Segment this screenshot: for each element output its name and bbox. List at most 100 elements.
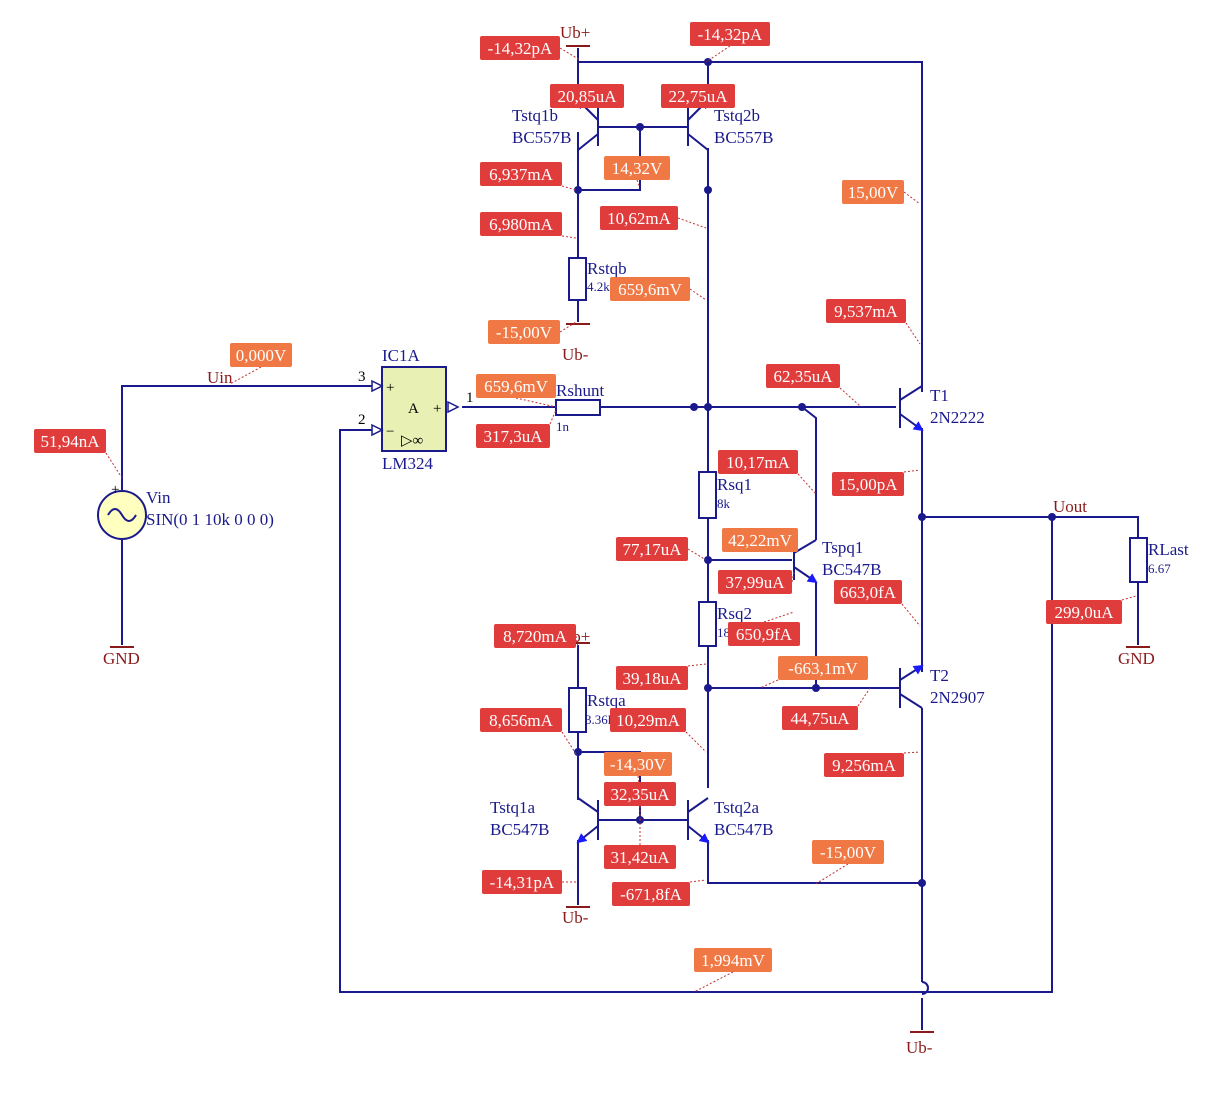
- probe-value-p33: 9,256mA: [832, 756, 896, 775]
- probe-value-p07: 6,980mA: [489, 215, 553, 234]
- probe-current-p17: 51,94nA: [34, 429, 106, 453]
- t2-ref-label: T2: [930, 666, 949, 685]
- probe-leader-p14: [839, 387, 861, 407]
- resistor-rlast[interactable]: RLast 6.67: [1129, 537, 1189, 583]
- probe-value-p13: 0,000V: [236, 346, 287, 365]
- probe-leader-p11: [559, 321, 577, 333]
- probe-box-p36: [812, 840, 884, 864]
- gnd-label-2: GND: [1118, 649, 1155, 668]
- vin-plus-marker: +: [111, 482, 119, 498]
- probe-box-p17: [34, 429, 106, 453]
- probe-value-p15: 659,6mV: [484, 377, 548, 396]
- probe-current-p07: 6,980mA: [480, 212, 562, 236]
- transistor-tstq2b[interactable]: Tstq2b BC557B: [687, 98, 774, 151]
- probe-value-p14: 62,35uA: [773, 367, 833, 386]
- probe-current-p08: 10,62mA: [600, 206, 678, 230]
- t1-type-label: 2N2222: [930, 408, 985, 427]
- transistor-tstq2a[interactable]: Tstq2a BC547B: [687, 797, 774, 844]
- probe-value-p11: -15,00V: [496, 323, 553, 342]
- probe-value-p36: -15,00V: [820, 843, 877, 862]
- probe-value-p39: 1,994mV: [701, 951, 765, 970]
- ub-minus-label-3: Ub-: [906, 1038, 933, 1057]
- probe-leader-p20: [687, 548, 707, 561]
- rstqb-value-label: 4.2k: [587, 279, 610, 294]
- probe-box-p07: [480, 212, 562, 236]
- probe-box-p35: [604, 845, 676, 869]
- probe-box-p38: [612, 882, 690, 906]
- probe-current-p24: 299,0uA: [1046, 600, 1122, 624]
- probe-value-p27: 39,18uA: [622, 669, 682, 688]
- probe-voltage-p13: 0,000V: [230, 343, 292, 367]
- probe-voltage-p05: 14,32V: [604, 156, 670, 180]
- probe-value-p32: -14,30V: [610, 755, 667, 774]
- rstqa-ref-label: Rstqa: [587, 691, 626, 710]
- probe-box-p05: [604, 156, 670, 180]
- transistor-tstq1a[interactable]: Tstq1a BC547B: [490, 797, 599, 844]
- probe-value-p19: 15,00pA: [838, 475, 898, 494]
- probe-value-p38: -671,8fA: [620, 885, 683, 904]
- probe-leader-p18: [797, 473, 817, 495]
- probe-box-p19: [832, 472, 904, 496]
- probe-leader-p09: [903, 191, 921, 205]
- probe-value-p05: 14,32V: [612, 159, 663, 178]
- probe-box-p09: [842, 180, 904, 204]
- resistor-rsq1[interactable]: Rsq1 8k: [698, 471, 752, 519]
- rsq2-value-label: 18: [717, 625, 730, 640]
- probe-box-p08: [600, 206, 678, 230]
- transistor-t2[interactable]: T2 2N2907: [899, 664, 985, 709]
- probe-value-p31: 10,29mA: [616, 711, 680, 730]
- probe-leader-p30: [561, 731, 577, 755]
- probe-current-p19: 15,00pA: [832, 472, 904, 496]
- probe-leader-p05: [636, 179, 641, 189]
- probe-box-p18: [718, 450, 798, 474]
- opamp-amp-symbol: A: [408, 401, 419, 417]
- probe-current-p16: 317,3uA: [476, 424, 550, 448]
- resistor-rshunt[interactable]: Rshunt 1n: [555, 381, 604, 434]
- probe-box-p13: [230, 343, 292, 367]
- probe-leader-p10: [689, 288, 707, 301]
- ub-minus-label-2: Ub-: [562, 908, 589, 927]
- transistor-tspq1[interactable]: Tspq1 BC547B: [793, 538, 882, 584]
- probe-value-p06: 6,937mA: [489, 165, 553, 184]
- probe-current-p30: 8,656mA: [480, 708, 562, 732]
- probe-voltage-p11: -15,00V: [488, 320, 560, 344]
- probe-box-p02: [690, 22, 770, 46]
- probe-value-p24: 299,0uA: [1054, 603, 1114, 622]
- tstq2a-type-label: BC547B: [714, 820, 774, 839]
- probe-box-p29: [782, 706, 858, 730]
- probe-leader-p02: [705, 45, 731, 63]
- probe-current-p35: 31,42uA: [604, 845, 676, 869]
- probe-value-p35: 31,42uA: [610, 848, 670, 867]
- probe-value-p04: 22,75uA: [668, 87, 728, 106]
- probe-current-p03: 20,85uA: [550, 84, 624, 108]
- tspq1-ref-label: Tspq1: [822, 538, 863, 557]
- resistor-rstqb[interactable]: Rstqb 4.2k: [568, 257, 627, 301]
- probe-leader-p28: [759, 679, 779, 689]
- probe-value-p12: 9,537mA: [834, 302, 898, 321]
- opamp-ic1a[interactable]: + − + A ▷∞ 3 2 1 IC1A LM324: [358, 346, 474, 473]
- gnd-label-1: GND: [103, 649, 140, 668]
- rsq2-ref-label: Rsq2: [717, 604, 752, 623]
- resistor-rstqa[interactable]: Rstqa 3.36k: [568, 687, 626, 733]
- opamp-inf-symbol: ▷∞: [401, 433, 423, 449]
- probe-value-p23: 663,0fA: [840, 583, 897, 602]
- probe-box-p01: [480, 36, 560, 60]
- rlast-ref-label: RLast: [1148, 540, 1189, 559]
- resistor-rsq2[interactable]: Rsq2 18: [698, 601, 752, 647]
- vin-source[interactable]: + Vin SIN(0 1 10k 0 0 0): [97, 482, 274, 540]
- probe-value-p20: 77,17uA: [622, 540, 682, 559]
- transistor-tstq1b[interactable]: Tstq1b BC557B: [512, 98, 599, 151]
- tstq1a-ref-label: Tstq1a: [490, 798, 536, 817]
- net-label-uin: Uin: [207, 368, 233, 387]
- tstq2a-ref-label: Tstq2a: [714, 798, 760, 817]
- probe-box-p30: [480, 708, 562, 732]
- probe-value-p01: -14,32pA: [488, 39, 553, 58]
- probe-voltage-p39: 1,994mV: [694, 948, 772, 972]
- t1-ref-label: T1: [930, 386, 949, 405]
- probe-value-p37: -14,31pA: [490, 873, 555, 892]
- probe-current-p33: 9,256mA: [824, 753, 904, 777]
- tstq2b-type-label: BC557B: [714, 128, 774, 147]
- transistor-t1[interactable]: T1 2N2222: [899, 385, 985, 432]
- probe-leader-p22: [791, 571, 795, 583]
- probe-box-p11: [488, 320, 560, 344]
